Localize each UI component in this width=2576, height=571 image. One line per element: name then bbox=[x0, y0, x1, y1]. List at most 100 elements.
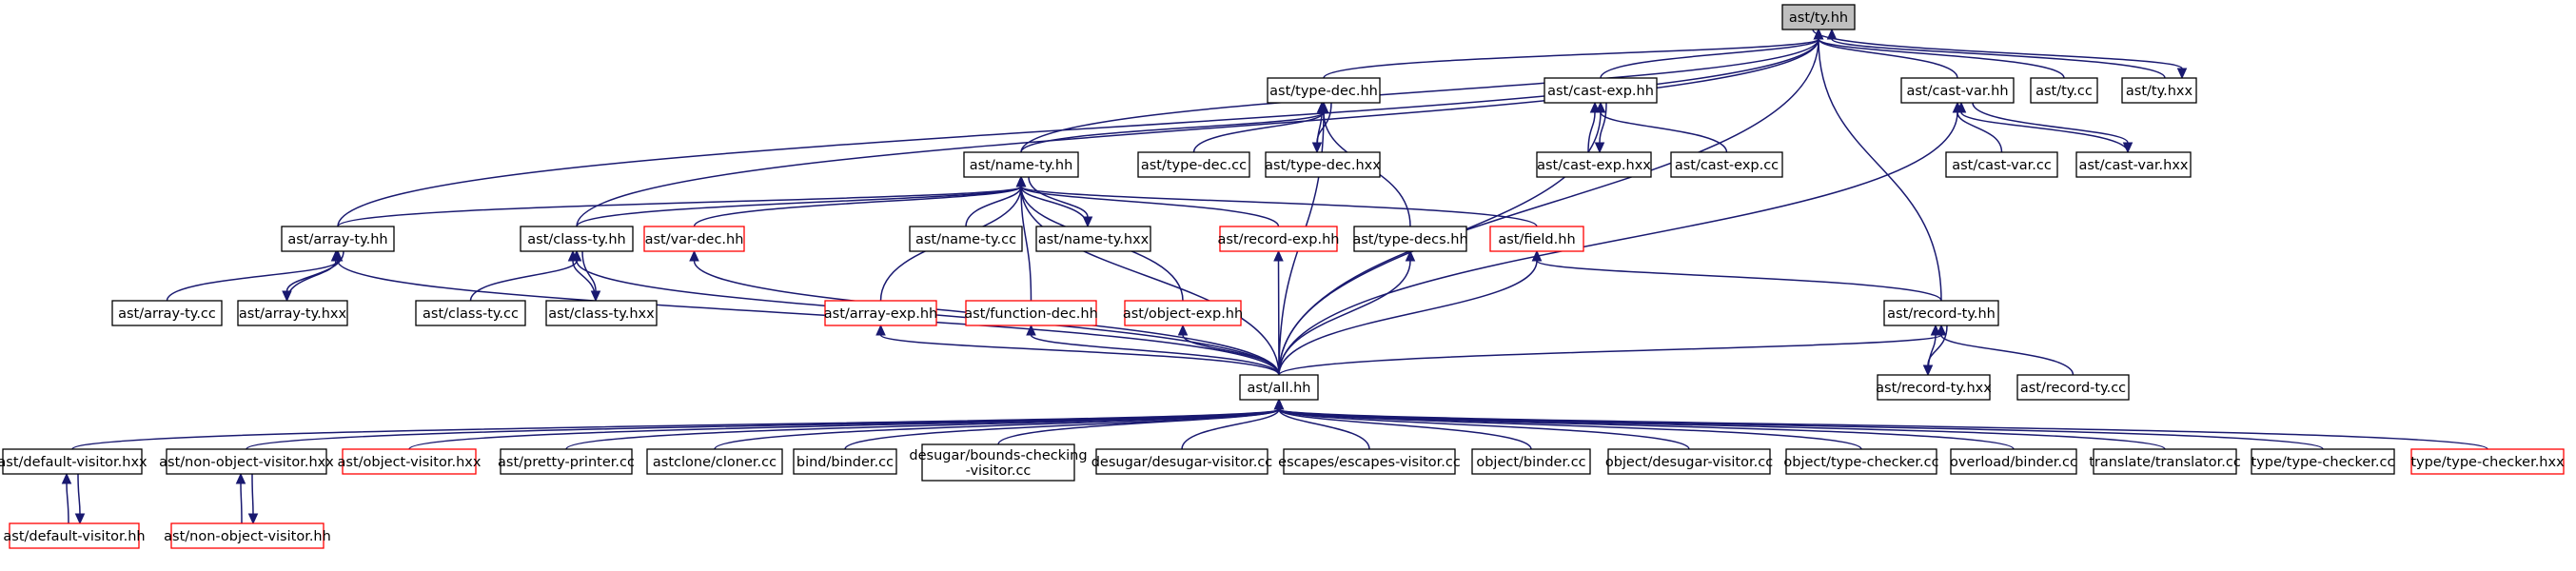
node-name-ty-hh[interactable]: ast/name-ty.hh bbox=[963, 151, 1079, 178]
node-label: ast/all.hh bbox=[1248, 381, 1311, 396]
node-label: -visitor.cc bbox=[966, 463, 1032, 479]
node-class-ty-hh[interactable]: ast/class-ty.hh bbox=[520, 226, 634, 252]
node-cast-exp-hh[interactable]: ast/cast-exp.hh bbox=[1544, 77, 1658, 104]
node-ty-hxx[interactable]: ast/ty.hxx bbox=[2121, 77, 2197, 104]
node-label: object/type-checker.cc bbox=[1783, 455, 1938, 470]
node-all-hh[interactable]: ast/all.hh bbox=[1239, 374, 1319, 401]
node-cast-var-hxx[interactable]: ast/cast-var.hxx bbox=[2075, 151, 2192, 178]
node-label: type/type-checker.hxx bbox=[2410, 455, 2565, 470]
node-box bbox=[1035, 226, 1151, 252]
node-var-dec-hh[interactable]: ast/var-dec.hh bbox=[643, 226, 745, 252]
node-object-binder-cc[interactable]: object/binder.cc bbox=[1471, 448, 1591, 475]
node-pretty-printer-cc[interactable]: ast/pretty-printer.cc bbox=[498, 448, 635, 475]
node-array-exp-hh[interactable]: ast/array-exp.hh bbox=[824, 300, 937, 326]
node-label: ast/type-dec.hh bbox=[1269, 84, 1378, 99]
node-box bbox=[1267, 77, 1381, 104]
node-type-checker-hxx[interactable]: type/type-checker.hxx bbox=[2410, 448, 2565, 475]
node-non-object-visitor-hxx[interactable]: ast/non-object-visitor.hxx bbox=[159, 448, 334, 475]
node-box bbox=[1945, 151, 2058, 178]
node-type-dec-hh[interactable]: ast/type-dec.hh bbox=[1267, 77, 1381, 104]
node-box bbox=[921, 443, 1075, 482]
node-record-ty-hh[interactable]: ast/record-ty.hh bbox=[1883, 300, 1999, 326]
edge-arrowhead bbox=[1594, 142, 1605, 154]
node-label: ast/record-ty.cc bbox=[2020, 381, 2126, 396]
node-array-ty-cc[interactable]: ast/array-ty.cc bbox=[111, 300, 223, 326]
node-ty-hh[interactable]: ast/ty.hh bbox=[1781, 4, 1856, 30]
node-record-ty-cc[interactable]: ast/record-ty.cc bbox=[2016, 374, 2130, 401]
edge-arrowhead bbox=[1177, 324, 1189, 336]
node-name-ty-cc[interactable]: ast/name-ty.cc bbox=[909, 226, 1023, 252]
edge-arrowhead bbox=[1595, 101, 1606, 113]
node-box bbox=[1670, 151, 1783, 178]
node-type-dec-cc[interactable]: ast/type-dec.cc bbox=[1137, 151, 1250, 178]
node-name-ty-hxx[interactable]: ast/name-ty.hxx bbox=[1035, 226, 1151, 252]
node-label: ast/cast-exp.hxx bbox=[1537, 158, 1651, 173]
node-array-ty-hh[interactable]: ast/array-ty.hh bbox=[281, 226, 395, 252]
edge-desugar-visitor-cc-to-all-hh bbox=[1181, 408, 1280, 450]
edge-arrowhead bbox=[1531, 249, 1543, 262]
node-array-ty-hxx[interactable]: ast/array-ty.hxx bbox=[237, 300, 348, 326]
node-box bbox=[500, 448, 633, 475]
node-label: ast/array-ty.hh bbox=[287, 232, 387, 247]
edge-arrowhead bbox=[1936, 324, 1947, 336]
node-box bbox=[1471, 448, 1591, 475]
node-escapes-visitor-cc[interactable]: escapes/escapes-visitor.cc bbox=[1278, 448, 1461, 475]
node-label: ast/object-exp.hh bbox=[1123, 306, 1243, 322]
node-cast-exp-hxx[interactable]: ast/cast-exp.hxx bbox=[1536, 151, 1652, 178]
edge-arrowhead bbox=[247, 513, 259, 525]
node-cloner-cc[interactable]: astclone/cloner.cc bbox=[646, 448, 783, 475]
node-object-exp-hh[interactable]: ast/object-exp.hh bbox=[1123, 300, 1243, 326]
edge-escapes-visitor-cc-to-all-hh bbox=[1278, 408, 1370, 450]
node-box bbox=[793, 448, 897, 475]
node-object-visitor-hxx[interactable]: ast/object-visitor.hxx bbox=[338, 448, 482, 475]
edge-cast-var-hxx-to-cast-var-hh bbox=[1960, 111, 2129, 153]
node-ty-cc[interactable]: ast/ty.cc bbox=[2030, 77, 2098, 104]
edge-type-checker-cc-to-all-hh bbox=[1278, 408, 2324, 450]
node-label: object/binder.cc bbox=[1476, 455, 1585, 470]
node-label: ast/ty.hh bbox=[1789, 10, 1848, 26]
node-label: ast/var-dec.hh bbox=[645, 232, 744, 247]
node-translator-cc[interactable]: translate/translator.cc bbox=[2089, 448, 2241, 475]
node-label: escapes/escapes-visitor.cc bbox=[1278, 455, 1461, 470]
node-box bbox=[1877, 374, 1991, 401]
node-box bbox=[2121, 77, 2197, 104]
node-bounds-checking[interactable]: desugar/bounds-checking-visitor.cc bbox=[909, 443, 1088, 482]
node-cast-exp-cc[interactable]: ast/cast-exp.cc bbox=[1670, 151, 1783, 178]
edge-arrowhead bbox=[1082, 216, 1093, 228]
node-object-desugar-visitor-cc[interactable]: object/desugar-visitor.cc bbox=[1605, 448, 1773, 475]
node-field-hh[interactable]: ast/field.hh bbox=[1489, 226, 1584, 252]
node-non-object-visitor-hh[interactable]: ast/non-object-visitor.hh bbox=[164, 522, 331, 549]
edge-record-ty-hh-to-field-hh bbox=[1536, 260, 1942, 302]
node-bind-binder-cc[interactable]: bind/binder.cc bbox=[793, 448, 897, 475]
node-label: object/desugar-visitor.cc bbox=[1605, 455, 1773, 470]
node-function-dec-hh[interactable]: ast/function-dec.hh bbox=[964, 300, 1098, 326]
edge-bind-binder-cc-to-all-hh bbox=[844, 408, 1280, 450]
node-record-exp-hh[interactable]: ast/record-exp.hh bbox=[1217, 226, 1340, 252]
edge-ty-hxx-to-ty-hh bbox=[1831, 38, 2166, 79]
edge-all-hh-to-field-hh bbox=[1278, 260, 1538, 376]
node-class-ty-cc[interactable]: ast/class-ty.cc bbox=[415, 300, 526, 326]
node-record-ty-hxx[interactable]: ast/record-ty.hxx bbox=[1876, 374, 1992, 401]
node-type-decs-hh[interactable]: ast/type-decs.hh bbox=[1352, 226, 1468, 252]
node-overload-binder-cc[interactable]: overload/binder.cc bbox=[1950, 448, 2077, 475]
edge-arrowhead bbox=[1826, 28, 1838, 40]
node-desugar-visitor-cc[interactable]: desugar/desugar-visitor.cc bbox=[1091, 448, 1273, 475]
edge-type-dec-cc-to-type-dec-hh bbox=[1192, 111, 1325, 153]
edge-arrowhead bbox=[1026, 324, 1036, 336]
node-label: ast/cast-var.hh bbox=[1906, 84, 2008, 99]
node-label: ast/default-visitor.hh bbox=[3, 529, 145, 544]
node-cast-var-cc[interactable]: ast/cast-var.cc bbox=[1945, 151, 2058, 178]
node-box bbox=[1950, 448, 2077, 475]
node-default-visitor-hh[interactable]: ast/default-visitor.hh bbox=[3, 522, 146, 549]
node-object-type-checker-cc[interactable]: object/type-checker.cc bbox=[1783, 448, 1939, 475]
node-type-checker-cc[interactable]: type/type-checker.cc bbox=[2251, 448, 2395, 475]
node-label: ast/array-ty.cc bbox=[118, 306, 216, 322]
node-type-dec-hxx[interactable]: ast/type-dec.hxx bbox=[1265, 151, 1381, 178]
node-label: ast/record-ty.hxx bbox=[1876, 381, 1992, 396]
node-label: desugar/bounds-checking bbox=[909, 448, 1087, 463]
edge-all-hh-to-array-ty-hh bbox=[337, 260, 1280, 376]
node-class-ty-hxx[interactable]: ast/class-ty.hxx bbox=[545, 300, 658, 326]
node-default-visitor-hxx[interactable]: ast/default-visitor.hxx bbox=[0, 448, 147, 475]
node-cast-var-hh[interactable]: ast/cast-var.hh bbox=[1900, 77, 2015, 104]
graph-nodes: ast/ty.hh ast/type-dec.hh ast/cast-exp.hh a… bbox=[0, 4, 2565, 549]
